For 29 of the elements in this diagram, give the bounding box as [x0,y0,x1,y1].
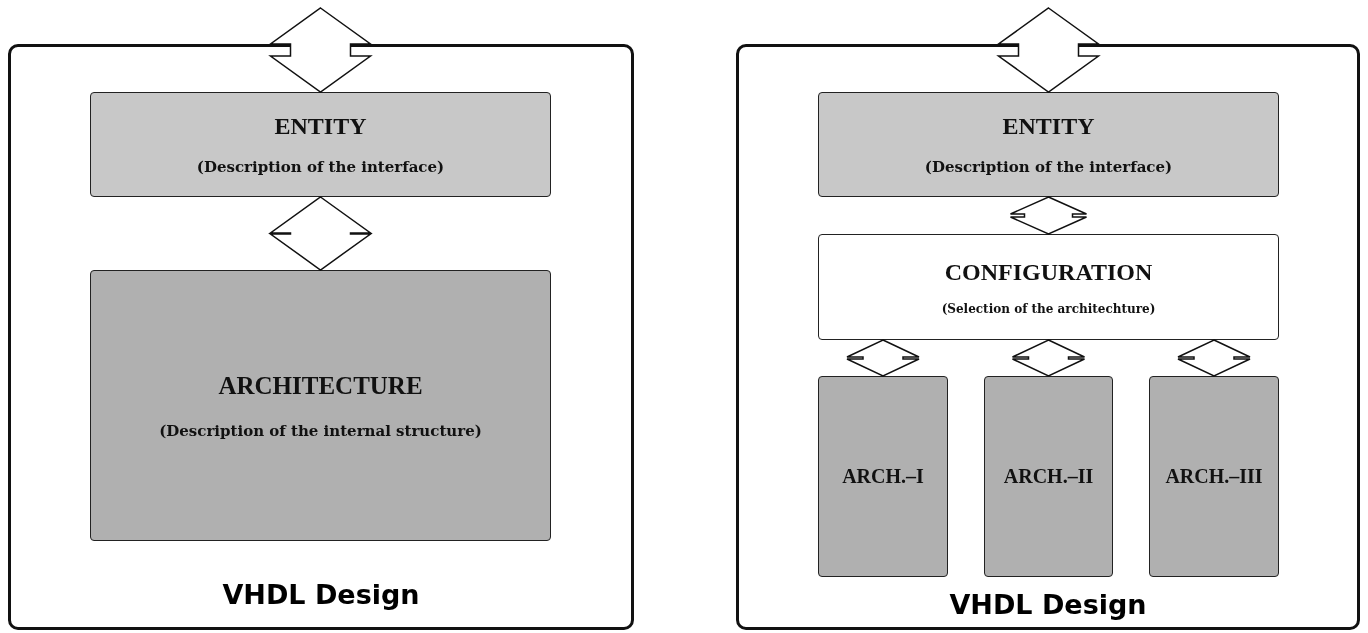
block-title: ENTITY [274,113,367,140]
design-title: VHDL Design [221,579,421,610]
block-description: (Description of the interface) [924,158,1173,176]
entity-box [90,92,551,197]
block-title: ARCHITECTURE [218,371,423,400]
design-frame [8,44,634,630]
double-block-arrow [846,339,920,377]
architecture-box [984,376,1113,577]
double-block-arrow [268,196,373,271]
block-description: (Description of the internal structure) [159,421,482,440]
block-title: ENTITY [1002,113,1095,140]
entity-box [818,92,1279,197]
double-block-arrow [268,7,373,93]
double-block-arrow [1011,339,1086,377]
double-block-arrow [996,7,1101,93]
configuration-box [818,234,1279,340]
double-block-arrow [1177,339,1251,377]
design-frame [736,44,1360,630]
block-title: CONFIGURATION [944,258,1153,286]
architecture-box [818,376,948,577]
architecture-box [1149,376,1279,577]
block-description: (Selection of the architechture) [941,301,1156,316]
block-title: ARCH.–III [1165,465,1263,488]
architecture-box [90,270,551,541]
double-block-arrow [1009,196,1088,235]
block-description: (Description of the interface) [196,158,445,176]
block-title: ARCH.–II [1003,465,1094,488]
design-title: VHDL Design [948,589,1148,620]
block-title: ARCH.–I [842,465,924,488]
